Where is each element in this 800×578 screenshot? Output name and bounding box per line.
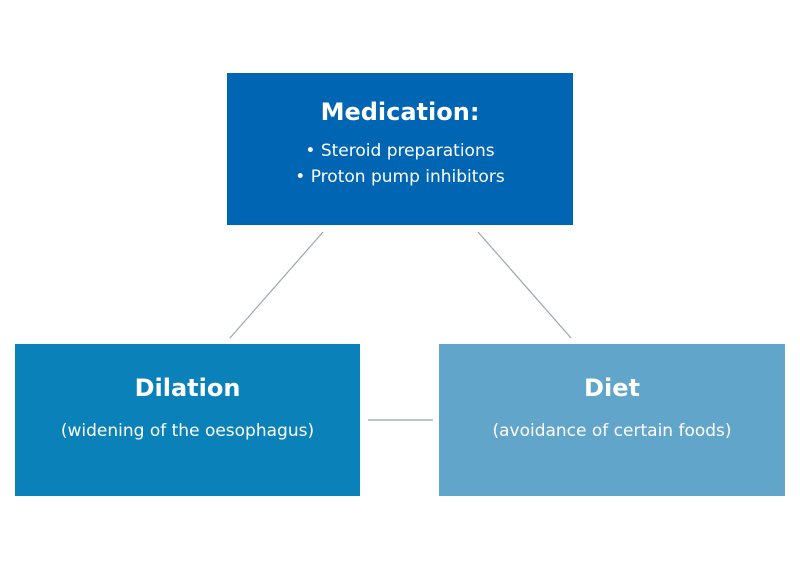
connector-medication-dilation <box>229 231 324 339</box>
diet-title: Diet <box>584 374 640 402</box>
dilation-title: Dilation <box>134 374 241 402</box>
medication-item-steroid: • Steroid preparations <box>305 141 495 161</box>
medication-title: Medication: <box>320 98 480 126</box>
dilation-box: Dilation (widening of the oesophagus) <box>15 344 360 496</box>
diet-subtitle: (avoidance of certain foods) <box>492 421 732 441</box>
dilation-subtitle: (widening of the oesophagus) <box>60 421 315 441</box>
medication-list: • Steroid preparations • Proton pump inh… <box>227 138 573 190</box>
diet-box: Diet (avoidance of certain foods) <box>439 344 785 496</box>
connector-medication-diet <box>477 231 572 339</box>
medication-item-ppi: • Proton pump inhibitors <box>295 167 505 187</box>
medication-box: Medication: • Steroid preparations • Pro… <box>227 73 573 225</box>
